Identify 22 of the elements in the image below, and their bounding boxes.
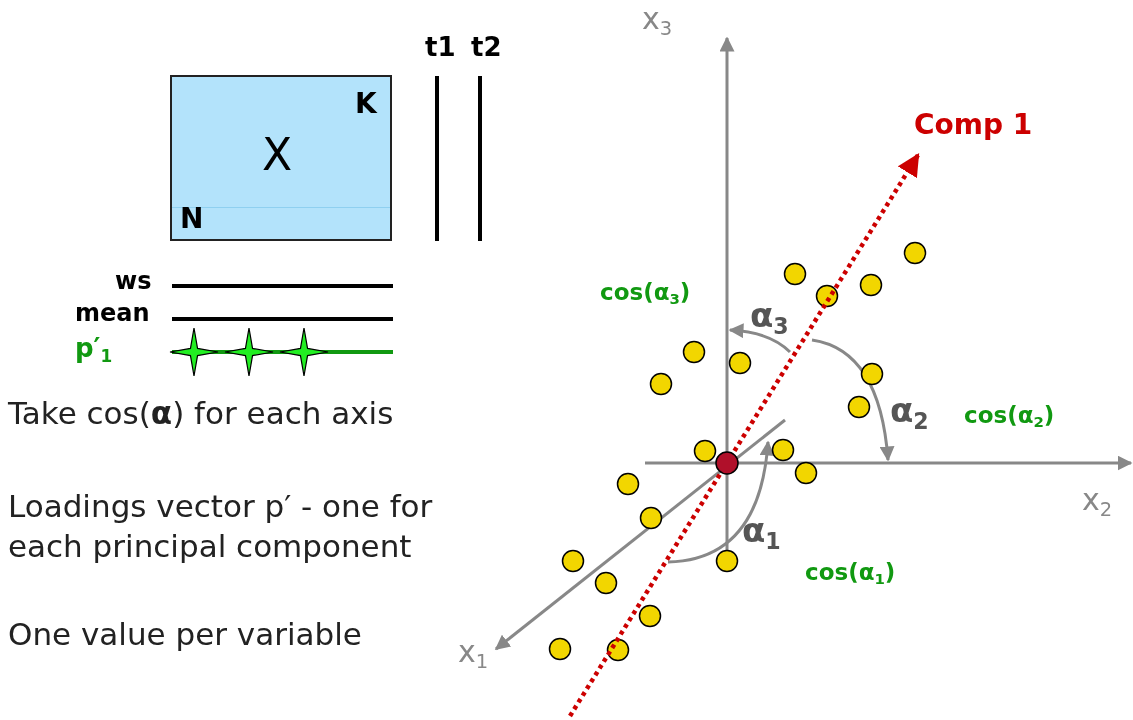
cosine-label: cos(α$_{3}$) (600, 280, 691, 308)
vector-name: p′$_{1}$ (75, 334, 113, 366)
data-matrix-box (170, 75, 392, 241)
note-text: Loadings vector p′ - one for each principal component (8, 487, 434, 567)
vector-name: mean (75, 300, 150, 327)
angle-label: α$_{2}$ (890, 392, 929, 433)
angle-label: α$_{1}$ (742, 512, 781, 553)
cosine-label: cos(α$_{1}$) (805, 560, 896, 588)
note-text: Take cos(α) for each axis (8, 396, 394, 431)
vector-name: ws (115, 268, 152, 295)
matrix-name: X (262, 133, 293, 177)
note-text: One value per variable (8, 617, 362, 652)
vector-name: t2 (471, 33, 502, 62)
angle-label: α$_{3}$ (750, 297, 789, 338)
component-label: Comp 1 (914, 110, 1033, 141)
dimension-letter: K (355, 90, 377, 118)
axis-label: x$_{1}$ (458, 635, 489, 673)
cosine-label: cos(α$_{2}$) (964, 403, 1055, 431)
dimension-letter: N (180, 205, 204, 233)
axis-label: x$_{2}$ (1082, 483, 1113, 521)
axis-label: x$_{3}$ (642, 2, 673, 40)
vector-name: t1 (425, 33, 456, 62)
